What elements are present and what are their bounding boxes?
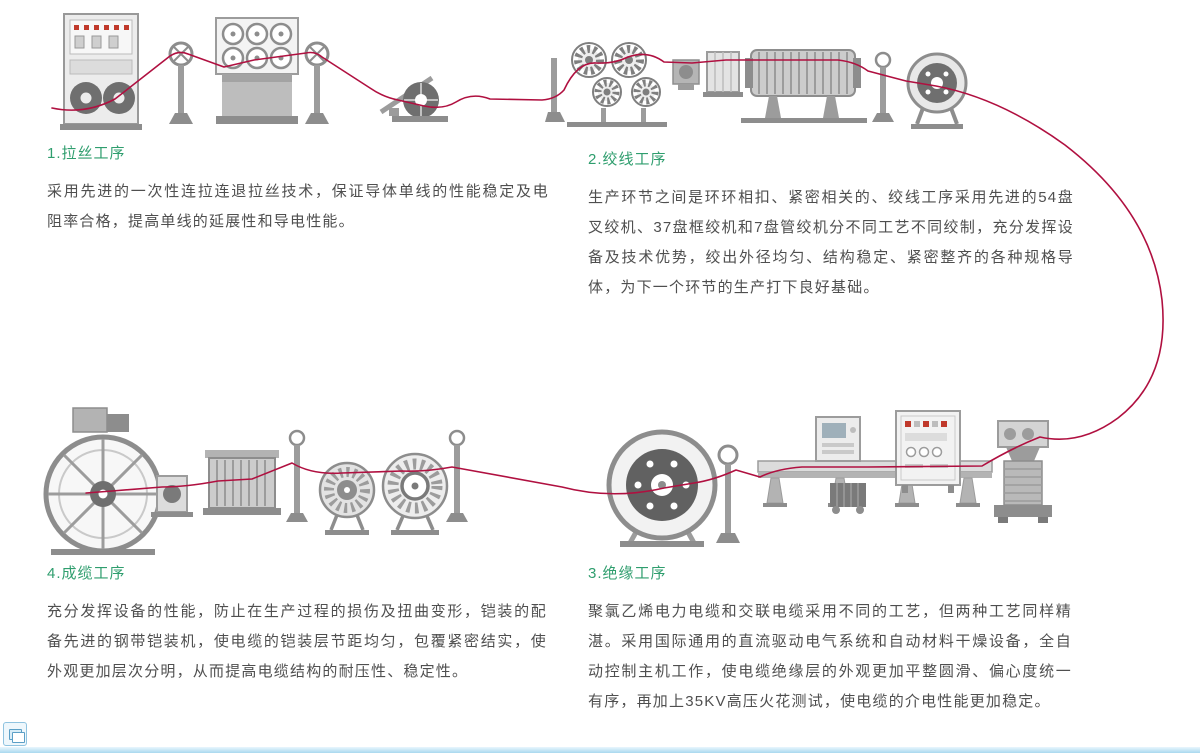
guide-post <box>872 51 894 122</box>
section-title-wire-drawing: 1.拉丝工序 <box>47 145 126 162</box>
section-title-insulation: 3.绝缘工序 <box>588 565 667 582</box>
taping-machine <box>203 450 281 515</box>
strander-gear-wheels <box>567 42 667 127</box>
guide-box <box>703 51 743 97</box>
insulation-illustration <box>600 403 1070 555</box>
electric-control-cabinet <box>895 410 961 493</box>
guide-unit <box>151 475 193 517</box>
screenshot-window-glyph <box>8 728 25 743</box>
section-body-insulation: 聚氯乙烯电力电缆和交联电缆采用不同的工艺，但两种工艺同样精湛。采用国际通用的直流… <box>588 603 1072 710</box>
armoring-head-large <box>381 452 449 535</box>
section-wire-drawing: 1.拉丝工序 采用先进的一次性连拉连退拉丝技术，保证导体单线的性能稳定及电阻率合… <box>47 142 549 237</box>
motor-unit <box>672 59 700 90</box>
section-body-wire-drawing: 采用先进的一次性连拉连退拉丝技术，保证导体单线的性能稳定及电阻率合格，提高单线的… <box>47 183 549 230</box>
section-title-cabling: 4.成缆工序 <box>47 565 126 582</box>
armoring-head-small <box>318 461 376 535</box>
section-cabling: 4.成缆工序 充分发挥设备的性能，防止在生产过程的损伤及扭曲变形，铠装的配备先进… <box>47 562 547 687</box>
roller-annealer <box>215 17 299 124</box>
feed-stand <box>545 58 565 122</box>
guide-post <box>716 444 740 543</box>
section-body-stranding: 生产环节之间是环环相扣、紧密相关的、绞线工序采用先进的54盘叉绞机、37盘框绞机… <box>588 189 1074 296</box>
take-up-spool <box>906 52 968 129</box>
section-stranding: 2.绞线工序 生产环节之间是环环相扣、紧密相关的、绞线工序采用先进的54盘叉绞机… <box>588 148 1074 303</box>
guide-stand-icon <box>304 41 330 124</box>
section-title-stranding: 2.绞线工序 <box>588 151 667 168</box>
control-cabinet <box>60 13 142 130</box>
payoff-spool <box>606 429 718 547</box>
cabling-illustration <box>25 406 470 556</box>
stranding-cage <box>741 49 867 123</box>
extruder-unit <box>994 420 1052 523</box>
bottom-window-edge <box>0 747 1200 753</box>
armoring-reel <box>43 407 163 555</box>
take-up-coiler <box>379 75 448 122</box>
guide-post <box>446 429 468 522</box>
guide-stand-icon <box>168 41 194 124</box>
stranding-illustration <box>545 30 975 138</box>
section-body-cabling: 充分发挥设备的性能，防止在生产过程的损伤及扭曲变形，铠装的配备先进的钢带铠装机，… <box>47 603 547 680</box>
guide-post <box>286 429 308 522</box>
screenshot-tool-icon[interactable] <box>3 722 27 746</box>
section-insulation: 3.绝缘工序 聚氯乙烯电力电缆和交联电缆采用不同的工艺，但两种工艺同样精湛。采用… <box>588 562 1072 717</box>
wire-drawing-illustration <box>40 8 540 146</box>
